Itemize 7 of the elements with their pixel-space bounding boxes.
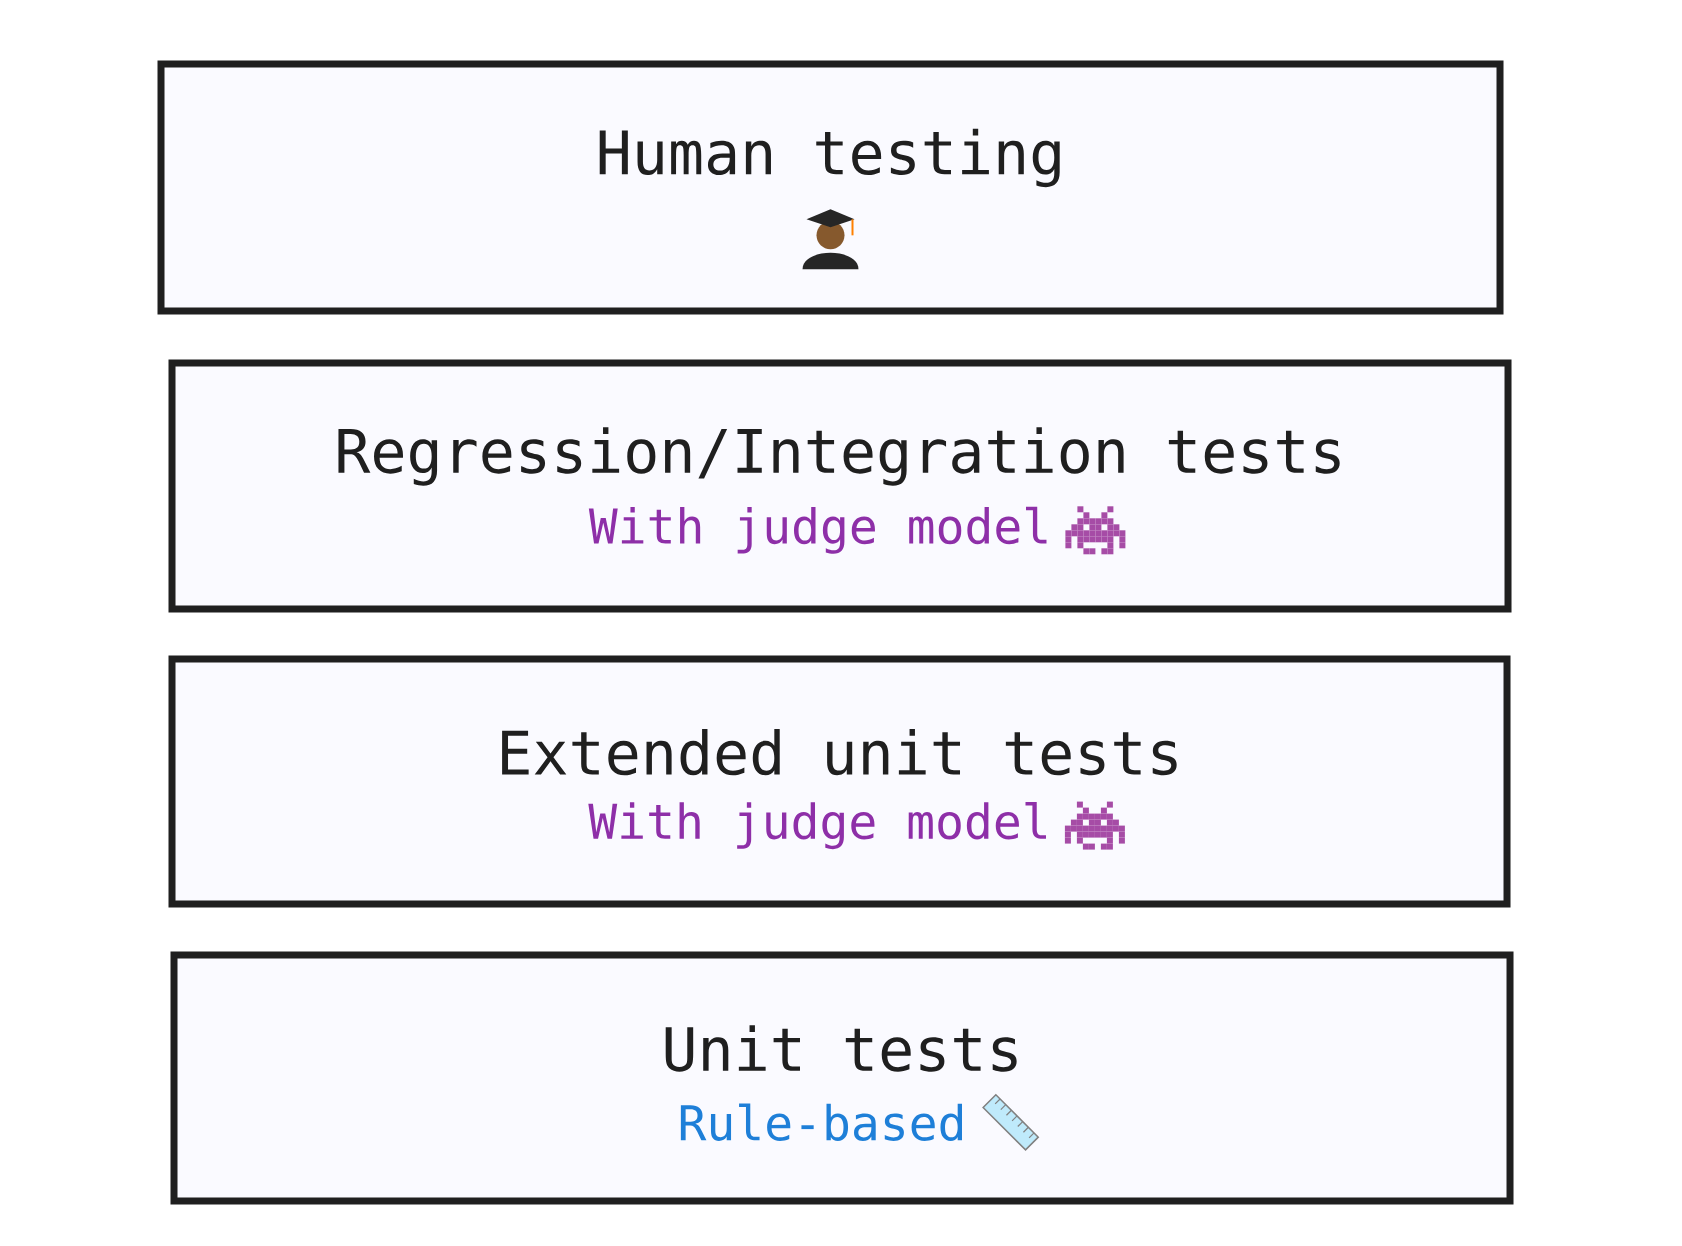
heading: Unit tests	[665, 1025, 1017, 1072]
heading: Regression/Integration tests	[338, 427, 1340, 486]
heading: Human testing	[599, 128, 1060, 188]
subtitle: With judge model	[588, 802, 1046, 850]
subtitle: Rule-based	[680, 1103, 962, 1141]
heading: Extended unit tests	[502, 728, 1177, 776]
subtitle: With judge model	[588, 506, 1047, 554]
